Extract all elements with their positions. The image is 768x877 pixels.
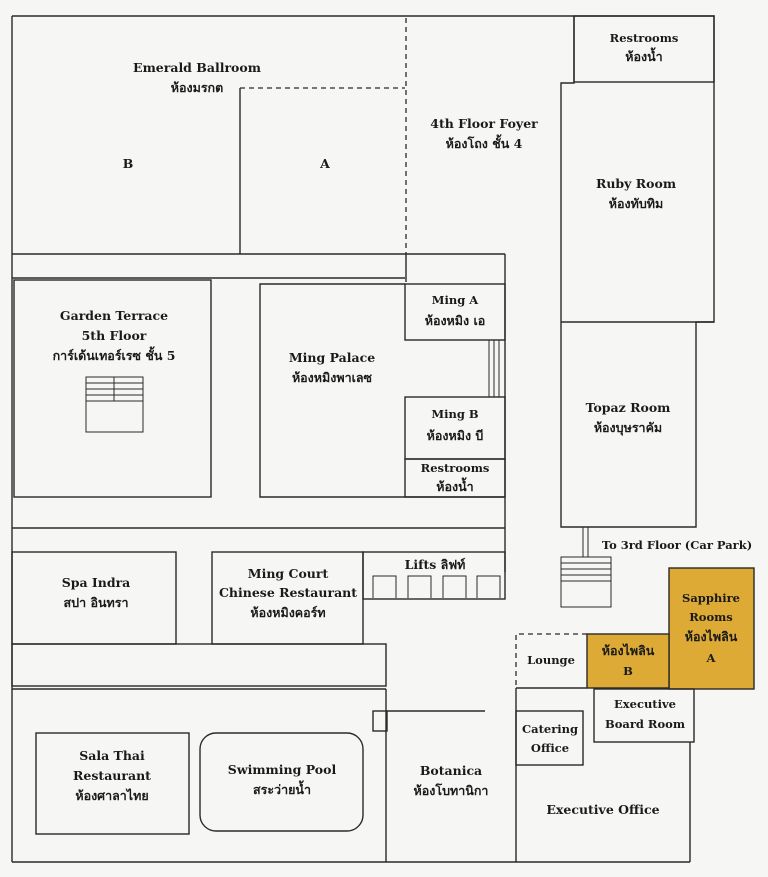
ming-palace-label: Ming Palace [289, 350, 375, 365]
restrooms-top-label: Restrooms [610, 31, 679, 45]
ming-b-room[interactable]: Ming B ห้องหมิง บี [404, 396, 506, 460]
emerald-ballroom-label: Emerald Ballroom [133, 60, 261, 75]
ming-partition-icon [488, 340, 500, 397]
ming-a-room[interactable]: Ming A ห้องหมิง เอ [404, 283, 506, 341]
garden-terrace-stairs-icon [85, 376, 144, 433]
ming-b-label: Ming B [431, 407, 479, 421]
swimming-pool-label: Swimming Pool [228, 762, 337, 777]
ruby-room-thai: ห้องทับทิม [609, 196, 664, 211]
sapphire-a-highlight [668, 567, 755, 690]
sapphire-a-letter: A [706, 651, 717, 665]
executive-board-room-label-2: Board Room [605, 717, 685, 731]
spa-indra-label: Spa Indra [62, 575, 131, 590]
sala-thai-restaurant[interactable]: Sala Thai Restaurant ห้องศาลาไทย [35, 732, 190, 835]
catering-office-label-2: Office [531, 741, 569, 755]
lift-car-icon [476, 575, 501, 598]
spa-indra[interactable]: Spa Indra สปา อินทรา [11, 551, 177, 645]
swimming-pool-thai: สระว่ายน้ำ [253, 780, 311, 797]
catering-office-label: Catering [522, 722, 578, 736]
foyer-thai: ห้องโถง ชั้น 4 [446, 134, 523, 151]
emerald-section-a: A [319, 156, 330, 171]
to-3rd-floor-label: To 3rd Floor (Car Park) [602, 538, 752, 552]
ming-a-thai: ห้องหมิง เอ [425, 313, 486, 328]
walkway-band [11, 643, 387, 687]
ruby-room[interactable]: Ruby Room ห้องทับทิม [561, 176, 714, 323]
ming-a-label: Ming A [432, 293, 480, 307]
ming-palace-thai: ห้องหมิงพาเลซ [292, 370, 373, 385]
lounge-label: Lounge [527, 653, 575, 667]
sapphire-room-b[interactable]: ห้องไพลิน B [586, 633, 670, 689]
ming-court-restaurant[interactable]: Ming Court Chinese Restaurant ห้องหมิงคอ… [211, 551, 364, 645]
lifts[interactable]: Lifts ลิฟท์ [362, 551, 506, 600]
sapphire-room-a[interactable]: Sapphire Rooms ห้องไพลิน A [668, 567, 755, 690]
executive-office-label: Executive Office [546, 802, 659, 817]
ming-court-label: Ming Court [248, 566, 329, 581]
lift-car-icon [442, 575, 467, 598]
emerald-section-b: B [123, 156, 134, 171]
sala-thai-subtitle: Restaurant [73, 768, 151, 783]
ming-palace[interactable]: Ming Palace ห้องหมิงพาเลซ [259, 283, 505, 498]
lounge[interactable]: Lounge [515, 633, 587, 689]
botanica-thai: ห้องโบทานิกา [414, 783, 489, 798]
emerald-ballroom[interactable]: Emerald Ballroom ห้องมรกต B A [12, 18, 407, 255]
emerald-ballroom-thai: ห้องมรกต [171, 80, 224, 95]
swimming-pool[interactable]: Swimming Pool สระว่ายน้ำ [199, 732, 364, 832]
ming-court-subtitle: Chinese Restaurant [219, 585, 357, 600]
executive-board-room[interactable]: Executive Board Room [593, 688, 695, 743]
spa-indra-thai: สปา อินทรา [64, 595, 129, 610]
sala-thai-thai: ห้องศาลาไทย [75, 788, 148, 803]
lift-car-icon [372, 575, 397, 598]
sapphire-b-highlight [586, 633, 670, 689]
sapphire-rooms-label: Rooms [689, 610, 733, 624]
ruby-room-label: Ruby Room [596, 176, 676, 191]
sapphire-b-thai: ห้องไพลิน [602, 643, 655, 658]
stairs-to-3rd-floor[interactable]: To 3rd Floor (Car Park) [560, 527, 752, 608]
foyer-label: 4th Floor Foyer [430, 116, 538, 131]
executive-board-room-label: Executive [614, 697, 676, 711]
ming-court-thai: ห้องหมิงคอร์ท [250, 605, 325, 620]
restrooms-mid-label: Restrooms [421, 461, 490, 475]
ming-b-thai: ห้องหมิง บี [427, 428, 484, 443]
botanica[interactable]: Botanica ห้องโบทานิกา [372, 689, 489, 862]
restrooms-top[interactable]: Restrooms ห้องน้ำ [573, 15, 715, 83]
sapphire-a-thai: ห้องไพลิน [685, 629, 738, 644]
lift-car-icon [407, 575, 432, 598]
restrooms-top-thai: ห้องน้ำ [625, 47, 662, 64]
executive-office[interactable]: Executive Office [515, 688, 691, 862]
catering-office[interactable]: Catering Office [515, 710, 584, 766]
restrooms-mid-thai: ห้องน้ำ [436, 477, 473, 494]
sapphire-b-letter: B [623, 664, 633, 678]
outer-wall [12, 15, 715, 528]
restrooms-mid[interactable]: Restrooms ห้องน้ำ [404, 458, 506, 498]
garden-terrace-label: Garden Terrace [60, 308, 168, 323]
lifts-label: Lifts ลิฟท์ [405, 557, 466, 572]
topaz-room-label: Topaz Room [586, 400, 671, 415]
topaz-room-thai: ห้องบุษราคัม [594, 420, 662, 436]
garden-terrace-floor: 5th Floor [82, 328, 147, 343]
topaz-room[interactable]: Topaz Room ห้องบุษราคัม [586, 400, 671, 436]
foyer-4th-floor[interactable]: 4th Floor Foyer ห้องโถง ชั้น 4 [430, 116, 538, 151]
botanica-label: Botanica [420, 763, 482, 778]
sala-thai-label: Sala Thai [79, 748, 145, 763]
sapphire-label: Sapphire [682, 591, 740, 605]
garden-terrace[interactable]: Garden Terrace 5th Floor การ์เด้นเทอร์เร… [13, 279, 212, 498]
garden-terrace-thai: การ์เด้นเทอร์เรซ ชั้น 5 [53, 346, 176, 363]
